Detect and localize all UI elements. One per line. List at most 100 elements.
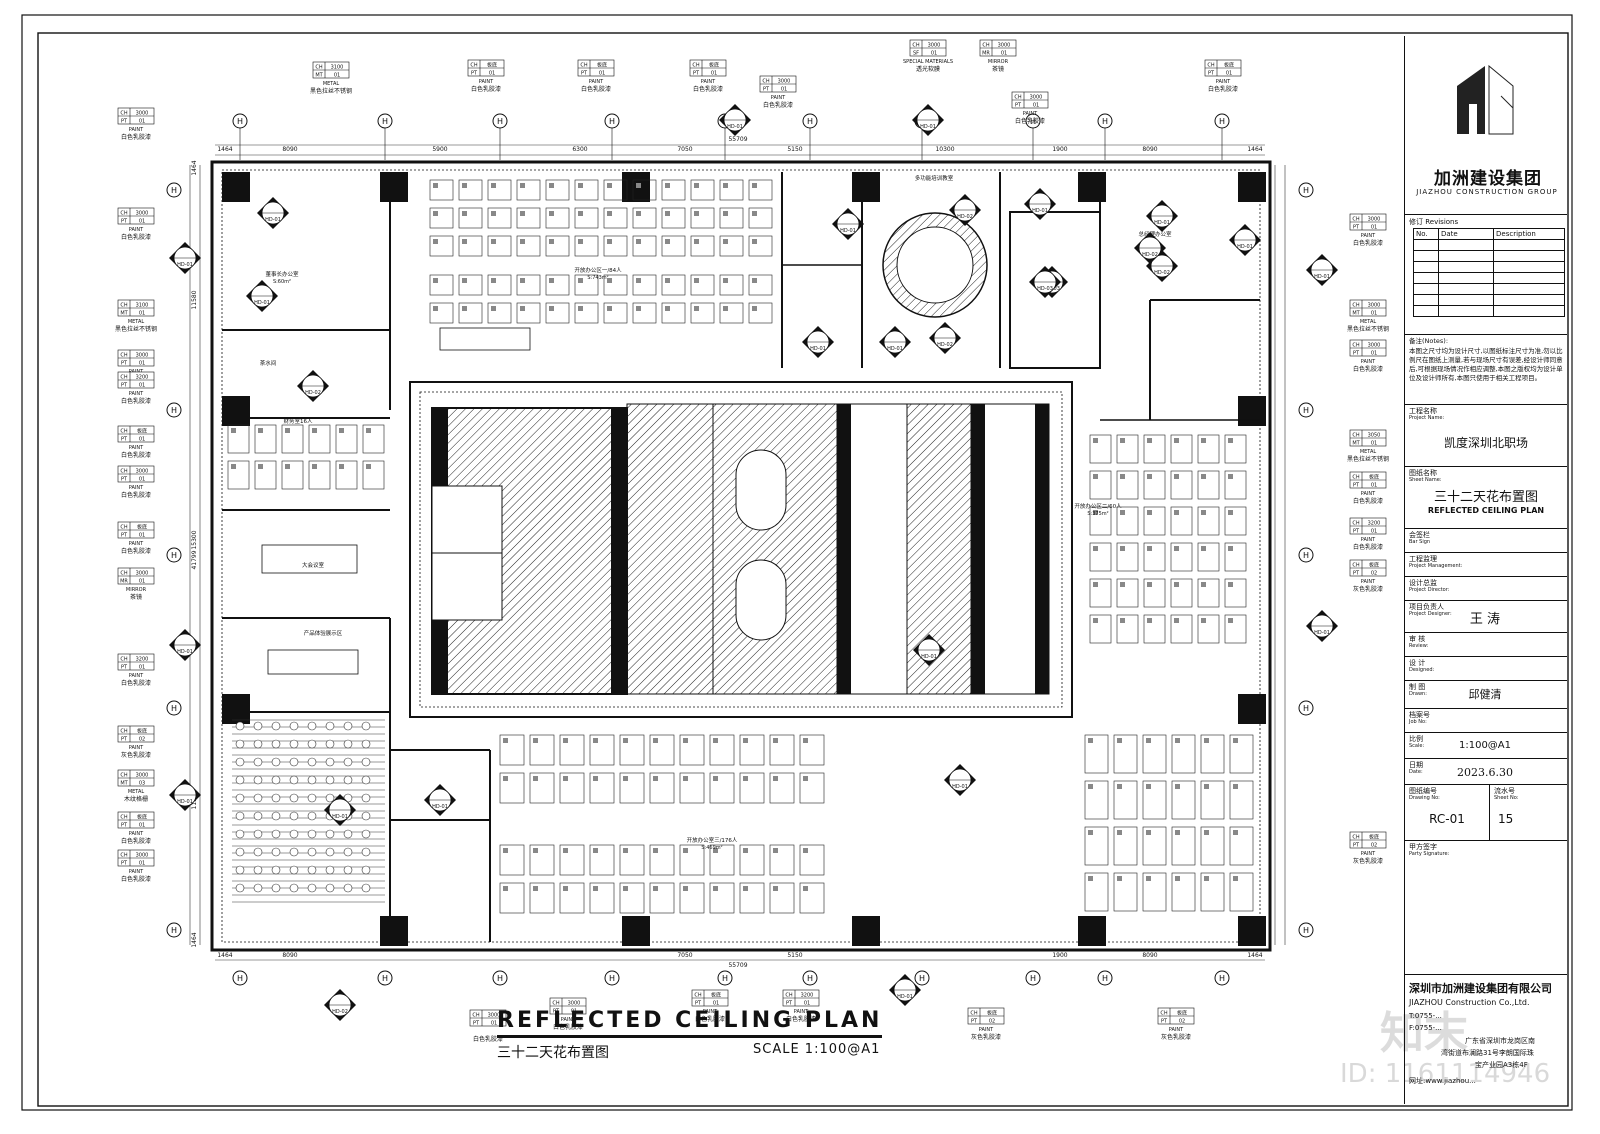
downlight [253, 757, 263, 767]
dim-text: 1464 [191, 932, 198, 947]
tag-code: PT [121, 861, 128, 867]
grid-label: H [1303, 406, 1309, 415]
rev-col-date: Date [1438, 228, 1494, 240]
grid-bubble-left [166, 182, 182, 198]
desk-chair [339, 464, 344, 469]
desk [516, 302, 541, 324]
tag-code: 3000 [568, 1001, 581, 1007]
desk-chair [1201, 438, 1206, 443]
downlight [325, 883, 335, 893]
desk [603, 179, 628, 201]
marker-code: HD-02 [957, 214, 973, 220]
desk-chair [713, 848, 718, 853]
desk [308, 460, 331, 490]
desk-chair [285, 464, 290, 469]
tag-code: CH [580, 63, 587, 69]
desk-chair [593, 886, 598, 891]
tag-material: 白色乳胶漆 [1353, 365, 1383, 373]
tag-code: 板底 [137, 428, 147, 435]
grid-label: H [1219, 974, 1225, 983]
dim-text: 6300 [572, 146, 587, 153]
detail-marker: HD-01 [257, 197, 289, 229]
marker-code: HD-01 [265, 217, 281, 223]
tag-code: CH [120, 815, 127, 821]
tag-code: 3000 [1368, 303, 1381, 309]
desk [458, 274, 483, 296]
company-logo-area: 加洲建设集团 JIAZHOU CONSTRUCTION GROUP [1405, 36, 1567, 215]
notes-text: 本图之尺寸均为设计尺寸,以图纸标注尺寸为准,勿以比例尺在图纸上测量,若与现场尺寸… [1409, 347, 1563, 382]
sheet-name-cn: 三十二天花布置图 [1433, 490, 1538, 505]
desk [649, 734, 675, 766]
column [1078, 172, 1106, 202]
desk-chair [723, 306, 728, 311]
desk [632, 235, 657, 257]
desk-chair [713, 738, 718, 743]
desk [559, 844, 585, 876]
downlight [325, 739, 335, 749]
brand-name-cn: 加洲建设集团 [1434, 169, 1542, 189]
desk [1084, 826, 1109, 866]
desk [1142, 826, 1167, 866]
desk-chair [694, 239, 699, 244]
downlight [361, 883, 371, 893]
desk [739, 734, 765, 766]
desk [661, 207, 686, 229]
desk [1089, 470, 1112, 500]
detail-marker: HD-02 [324, 989, 356, 1021]
curtain-wall [221, 169, 1261, 943]
desk [709, 734, 735, 766]
downlight [271, 829, 281, 839]
desk [719, 274, 744, 296]
desk-chair [636, 211, 641, 216]
tag-code: PT [121, 737, 128, 743]
notes-section: 备注(Notes): 本图之尺寸均为设计尺寸,以图纸标注尺寸为准,勿以比例尺在图… [1405, 334, 1567, 405]
scale-value: 1:100@A1 [1458, 740, 1512, 751]
grid-label: H [722, 974, 728, 983]
desk-chair [1233, 784, 1238, 789]
desk-chair [636, 278, 641, 283]
field-party-signature: 甲方签字 Party Signature: [1405, 840, 1567, 975]
desk-chair [563, 776, 568, 781]
desk [709, 772, 735, 804]
marker-code: HD-01 [1237, 244, 1253, 250]
desk [632, 302, 657, 324]
designer-signature: 王 涛 [1469, 612, 1501, 627]
desk [1171, 826, 1196, 866]
tag-code: 01 [1371, 529, 1377, 535]
desk [227, 460, 250, 490]
downlight [289, 739, 299, 749]
desk [227, 424, 250, 454]
marker-code: HD-01 [840, 228, 856, 234]
tag-code: CH [552, 1001, 559, 1007]
tag-code: CH [1352, 433, 1359, 439]
desk-chair [1120, 438, 1125, 443]
tag-material: 白色乳胶漆 [121, 451, 151, 459]
desk-chair [683, 848, 688, 853]
desk [1197, 434, 1220, 464]
dim-text: 5900 [432, 146, 447, 153]
desk [739, 772, 765, 804]
column [380, 916, 408, 946]
desk [661, 302, 686, 324]
desk [429, 302, 454, 324]
tag-code: 01 [139, 665, 145, 671]
tag-material: 白色乳胶漆 [693, 85, 723, 93]
desk-chair [1093, 510, 1098, 515]
desk-chair [503, 776, 508, 781]
marker-code: HD-01 [897, 994, 913, 1000]
downlight [343, 775, 353, 785]
tag-category: PAINT [794, 1009, 809, 1015]
desk [649, 772, 675, 804]
desk [545, 274, 570, 296]
desk [487, 274, 512, 296]
desk-chair [1093, 618, 1098, 623]
desk-chair [636, 183, 641, 188]
desk-chair [578, 239, 583, 244]
